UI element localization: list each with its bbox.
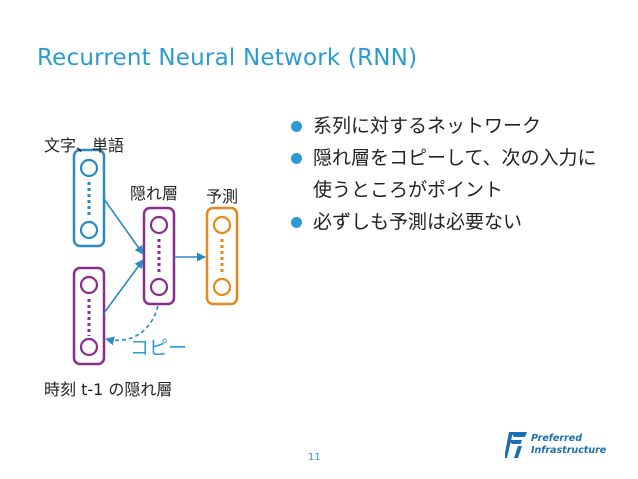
- prev-hidden-to-hidden-arrow: [103, 259, 144, 314]
- output-layer: [205, 206, 239, 306]
- bullet-list: 系列に対するネットワーク 隠れ層をコピーして、次の入力に使うところがポイント 必…: [288, 110, 608, 238]
- bullet-text: 必ずしも予測は必要ない: [313, 211, 523, 233]
- logo-text-line1: Preferred: [531, 433, 582, 444]
- bullet-text: 隠れ層をコピーして、次の入力に使うところがポイント: [313, 147, 597, 201]
- copy-label: コピー: [130, 337, 188, 359]
- page-number: 11: [308, 452, 321, 463]
- bullet-dot-icon: [291, 217, 302, 228]
- hidden-label: 隠れ層: [130, 184, 179, 203]
- copy-arrow: [105, 305, 159, 346]
- bullet-item: 必ずしも予測は必要ない: [288, 206, 608, 238]
- bullet-item: 隠れ層をコピーして、次の入力に使うところがポイント: [288, 142, 608, 206]
- hidden-layer: [142, 206, 176, 306]
- bullet-text: 系列に対するネットワーク: [313, 115, 542, 137]
- input-label: 文字、単語: [44, 136, 125, 155]
- logo-mark-icon: [505, 432, 527, 458]
- company-logo: Preferred Infrastructure: [505, 430, 617, 460]
- bullet-dot-icon: [291, 121, 302, 132]
- prev-hidden-label: 時刻 t-1 の隠れ層: [44, 380, 173, 399]
- bullet-dot-icon: [291, 153, 302, 164]
- logo-text-line2: Infrastructure: [531, 445, 607, 456]
- input-layer: [72, 148, 106, 248]
- prev-hidden-layer: [72, 266, 106, 366]
- bullet-item: 系列に対するネットワーク: [288, 110, 608, 142]
- slide-title: Recurrent Neural Network (RNN): [37, 45, 418, 71]
- input-to-hidden-arrow: [103, 198, 144, 255]
- output-label: 予測: [206, 187, 239, 206]
